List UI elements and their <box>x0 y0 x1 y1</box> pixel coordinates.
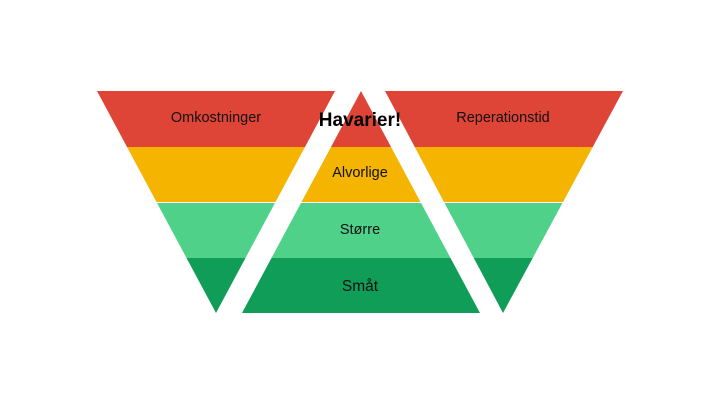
pyramid-band-bottom <box>242 258 480 313</box>
pyramid-title: Havarier! <box>318 110 402 131</box>
right-funnel-band-top <box>385 91 623 147</box>
pyramid-level-larger: Større <box>339 222 381 238</box>
left-funnel-band-top <box>97 91 335 147</box>
pyramid-level-small: Småt <box>341 278 379 295</box>
right-funnel-label: Reperationstid <box>456 110 550 126</box>
right-funnel-band-second <box>385 147 623 202</box>
pyramid-level-serious: Alvorlige <box>332 165 388 181</box>
left-funnel-band-second <box>97 147 335 202</box>
left-funnel-label: Omkostninger <box>170 110 262 126</box>
